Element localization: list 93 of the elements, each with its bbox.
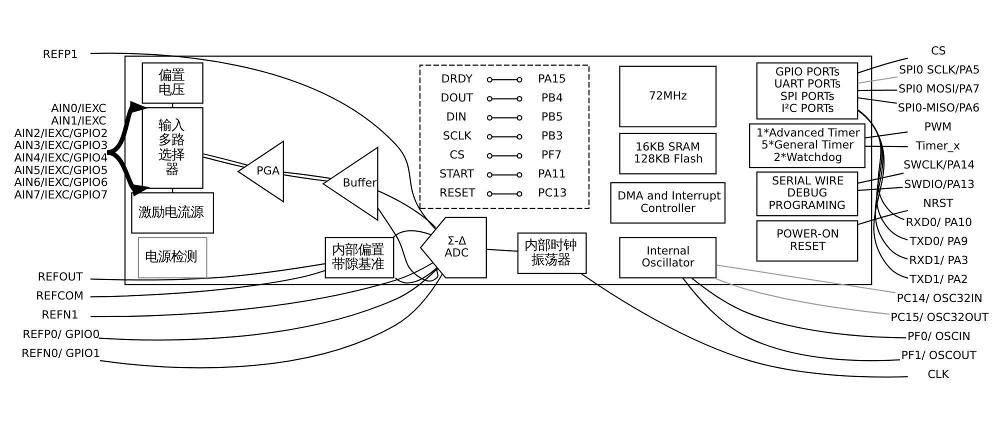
node-text: REFP0/ GPIO0 [22, 327, 100, 340]
node-text: PWM [924, 120, 952, 134]
node-box: Internal Oscillator [619, 236, 717, 278]
connector [377, 207, 438, 282]
node-text: SPI0-MISO/PA6 [898, 101, 980, 114]
node-box: 内部时钟振荡器 [517, 232, 587, 274]
connector [98, 268, 438, 340]
connector [858, 76, 898, 84]
node-text: DRDY [441, 72, 472, 86]
node-box: 72MHz [619, 65, 717, 127]
connector [580, 272, 908, 378]
connector [716, 264, 896, 293]
connector [90, 262, 434, 317]
connector [203, 152, 248, 166]
node-text: PF7 [541, 148, 562, 162]
connector [378, 190, 436, 228]
connector [394, 266, 438, 283]
node-text: PC14/ OSC32IN [896, 291, 983, 304]
node-text: REFN1 [42, 308, 78, 322]
node-text: PB3 [541, 129, 563, 142]
node-text: TXD1/ PA2 [910, 272, 968, 286]
node-text: NRST [923, 196, 954, 210]
node-text: PA11 [538, 167, 566, 180]
connector [858, 57, 908, 73]
connector [858, 209, 908, 225]
connector [858, 96, 897, 104]
node-text: DIN [446, 110, 467, 124]
node-box: SERIAL WIRE DEBUG PROGRAMING [756, 171, 858, 216]
connector [857, 109, 904, 220]
node-text: START [440, 167, 474, 180]
node-text: CS [930, 44, 946, 58]
node-box: POWER-ON RESET [756, 220, 858, 262]
connector [392, 230, 432, 238]
node-text: PC13 [538, 186, 567, 200]
connector [714, 276, 890, 314]
node-text: RESET [440, 186, 476, 200]
node-text: RXD0/ PA10 [906, 215, 972, 228]
node-text: REFN0/ GPIO1 [21, 346, 100, 360]
cluster [419, 64, 590, 209]
node-text: CLK [928, 368, 949, 381]
connector [284, 174, 328, 182]
connector [858, 172, 904, 184]
node-box: DMA and Interrupt Controller [610, 182, 726, 224]
node-text: RXD1/ PA3 [909, 253, 968, 266]
connector [284, 171, 331, 179]
connector [486, 190, 522, 196]
connector [100, 273, 443, 368]
arrow [106, 150, 150, 196]
node-text: SWCLK/PA14 [904, 158, 975, 172]
connector [682, 277, 900, 361]
node-text: SPI0 MOSI/PA7 [898, 82, 980, 96]
connector [90, 52, 436, 230]
node-text: REFOUT [38, 270, 83, 284]
node-text: PF0/ OSCIN [907, 329, 970, 342]
node-text: PB4 [541, 91, 563, 104]
node-text: PA15 [538, 72, 566, 86]
node-text: REFP1 [42, 47, 78, 60]
node-text: SWDIO/PA13 [904, 177, 975, 190]
node-text: SPI0 SCLK/PA5 [899, 63, 980, 76]
node-text: DOUT [440, 91, 474, 104]
connector [486, 152, 522, 158]
node-box: 16KB SRAM 128KB Flash [619, 132, 717, 174]
node-text: PB5 [541, 110, 563, 124]
node-box: 输入多路选择器 [142, 106, 204, 188]
connector [865, 145, 908, 147]
connector [691, 276, 906, 338]
connector [486, 76, 522, 82]
node-text: REFCOM [36, 289, 84, 302]
connector [858, 186, 903, 191]
node-text: AIN0/IEXC AIN1/IEXC AIN2/IEXC/GPIO2 AIN3/IEXC/GPIO3 AIN4/IEXC/GPIO4 AIN5/IEXC/GPIO5 AIN6/IEXC/GPIO6 AIN7/IEXC/GPIO7 [14, 102, 108, 201]
node-box: GPIO PORTs UART PORTs SPI PORTs I²C PORTs [756, 62, 858, 119]
node-box: 偏置电压 [142, 62, 204, 104]
connector [486, 172, 522, 178]
connector [203, 156, 244, 168]
node-box: 激励电流源 [131, 192, 214, 234]
node-box: 电源检测 [138, 236, 208, 278]
connector [486, 95, 522, 102]
node-box: 1*Advanced Timer 5*General Timer 2*Watchdog [749, 122, 866, 168]
node-text: PF1/ OSCOUT [901, 348, 976, 362]
connector [858, 89, 898, 91]
connector [90, 269, 326, 297]
connector [486, 248, 518, 252]
node-text: CS [450, 148, 465, 162]
connector [486, 134, 522, 140]
node-text: TXD0/ PA9 [910, 234, 968, 248]
node-text: PC15/ OSC32OUT [890, 310, 989, 324]
connector [486, 114, 522, 120]
arrow [106, 100, 148, 154]
node-text: SCLK [442, 129, 472, 142]
connector [865, 130, 908, 138]
node-text: Timer_x [916, 139, 960, 152]
node-box: 内部偏置带隙基准 [324, 236, 394, 278]
connector [90, 262, 326, 280]
